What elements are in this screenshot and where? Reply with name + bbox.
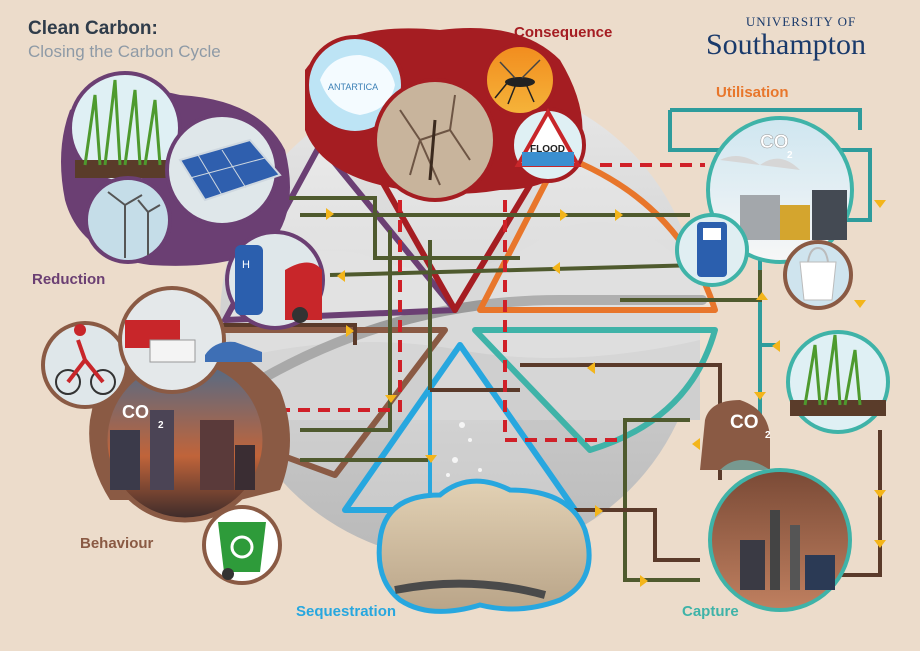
title-sub: Closing the Carbon Cycle xyxy=(28,42,221,61)
fuel-pump-icon xyxy=(675,213,749,287)
university-logo: UNIVERSITY OF Southampton xyxy=(706,14,866,60)
solar-panel-icon xyxy=(165,113,282,227)
co2-behaviour-label: CO xyxy=(122,402,149,422)
co2-utilisation-label: CO xyxy=(760,132,789,153)
power-plant-icon: CO 2 xyxy=(700,400,852,612)
hydrogen-car-icon: H xyxy=(225,230,325,330)
van-icon xyxy=(149,339,196,363)
utilisation-cluster: CO 2 xyxy=(675,116,854,310)
label-reduction: Reduction xyxy=(32,271,106,288)
flood-label: FLOOD xyxy=(530,144,565,155)
reduction-cluster: H xyxy=(61,71,325,330)
recycle-bin-icon xyxy=(202,505,282,585)
label-consequence: Consequence xyxy=(514,24,613,41)
logo-line2: Southampton xyxy=(706,28,867,61)
plastic-bag-icon xyxy=(783,240,853,310)
label-behaviour: Behaviour xyxy=(80,535,154,552)
transport-icon xyxy=(118,286,262,394)
car-icon xyxy=(205,341,262,362)
antartica-label: ANTARTICA xyxy=(328,82,378,92)
factory-co2-icon: CO 2 xyxy=(706,116,854,264)
wind-turbine-icon xyxy=(84,176,172,264)
cracked-earth-icon xyxy=(373,78,497,202)
logo-line1: UNIVERSITY OF xyxy=(745,14,857,29)
mosquito-icon xyxy=(483,43,557,117)
label-sequestration: Sequestration xyxy=(296,603,397,620)
grass-icon xyxy=(68,71,182,185)
consequence-dashed-paths xyxy=(270,163,705,442)
svg-text:2: 2 xyxy=(158,420,164,431)
label-capture: Capture xyxy=(682,603,739,620)
antarctica-icon: ANTARTICA xyxy=(305,35,405,135)
cyclist-icon xyxy=(41,321,129,409)
segment-wedges xyxy=(212,142,718,513)
svg-text:2: 2 xyxy=(765,430,771,441)
flood-sign-icon: FLOOD xyxy=(510,107,586,183)
consequence-cluster: ANTARTICA FLOOD xyxy=(305,28,586,202)
behaviour-cluster: CO 2 xyxy=(41,286,290,585)
co2-capture-label: CO xyxy=(730,412,759,433)
label-utilisation: Utilisation xyxy=(716,84,789,101)
capture-cluster: CO 2 xyxy=(700,330,890,612)
h2-label: H xyxy=(242,259,250,271)
title-main: Clean Carbon: xyxy=(28,18,158,39)
svg-text:2: 2 xyxy=(787,150,793,161)
grass-capture-icon xyxy=(786,330,890,434)
underground-storage-icon xyxy=(376,422,592,614)
diagram-title: Clean Carbon: Closing the Carbon Cycle xyxy=(28,18,221,62)
